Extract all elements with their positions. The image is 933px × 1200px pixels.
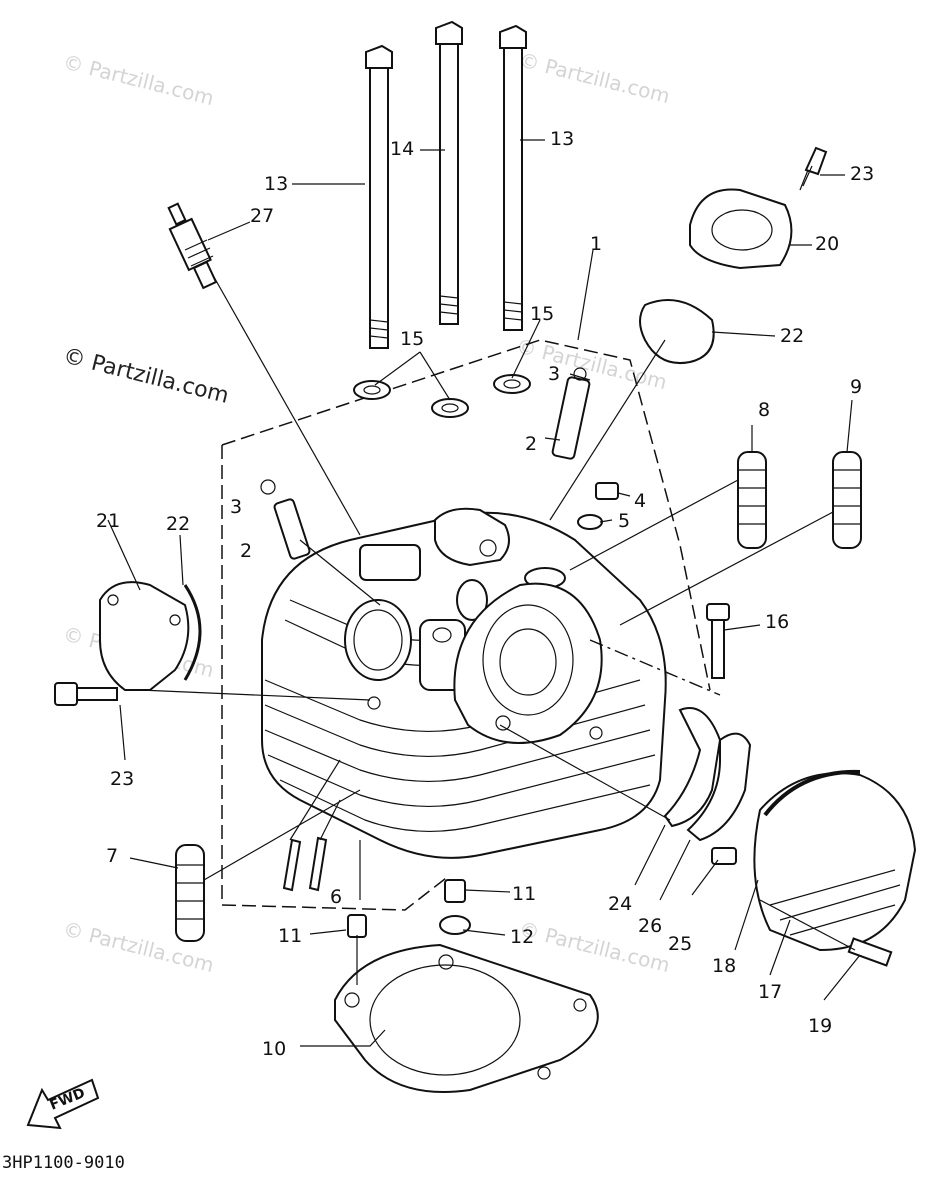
dowel — [444, 879, 466, 903]
callout: 7 — [106, 845, 118, 867]
bolt-23-left — [54, 682, 118, 706]
watermark: © Partzilla.com — [61, 50, 217, 111]
watermarks: © Partzilla.com © Partzilla.com © Partzi… — [61, 48, 673, 978]
clip — [260, 479, 276, 495]
spark-plug — [167, 202, 218, 290]
head-bolts — [365, 20, 527, 349]
o-ring — [639, 299, 715, 364]
callout: 20 — [815, 233, 839, 255]
callout: 25 — [668, 933, 692, 955]
cylinder-head — [261, 507, 667, 859]
callout: 16 — [765, 611, 789, 633]
bolt-25 — [711, 847, 737, 865]
callout: 27 — [250, 205, 274, 227]
leader-lines — [107, 139, 861, 1047]
callout: 22 — [166, 513, 190, 535]
callout: 1 — [590, 233, 602, 255]
clip — [573, 367, 587, 381]
fwd-arrow: FWD — [26, 1078, 100, 1130]
breather-cover — [689, 146, 828, 270]
callout: 21 — [96, 510, 120, 532]
callout: 14 — [390, 138, 414, 160]
guide-plate — [686, 732, 752, 842]
callout: 26 — [638, 915, 662, 937]
callout: 2 — [525, 433, 537, 455]
callout: 3 — [548, 363, 560, 385]
callout: 23 — [850, 163, 874, 185]
callout: 5 — [618, 510, 630, 532]
stud — [308, 836, 328, 892]
callout: 2 — [240, 540, 252, 562]
dowel — [347, 914, 367, 938]
side-cover — [99, 581, 190, 691]
callout: 3 — [230, 496, 242, 518]
callout: 9 — [850, 376, 862, 398]
callout: 17 — [758, 981, 782, 1003]
assembly-boundary-left — [221, 445, 451, 911]
callout: 22 — [780, 325, 804, 347]
callout: 8 — [758, 399, 770, 421]
watermark-dark: © Partzilla.com — [61, 344, 232, 409]
callout: 12 — [510, 926, 534, 948]
callout: 10 — [262, 1038, 286, 1060]
callout: 15 — [530, 303, 554, 325]
callout: 6 — [330, 886, 342, 908]
callout: 23 — [110, 768, 134, 790]
plug — [595, 482, 619, 500]
dowel-pins — [175, 451, 862, 942]
side-gasket — [183, 584, 202, 681]
callout: 18 — [712, 955, 736, 977]
gasket — [577, 514, 603, 530]
callout: 11 — [512, 883, 536, 905]
callout: 19 — [808, 1015, 832, 1037]
washer-12 — [439, 915, 471, 935]
valve-guide — [273, 498, 311, 560]
tappet-cover — [753, 769, 917, 967]
washer — [431, 398, 469, 418]
valve-guide — [551, 376, 591, 460]
stud — [282, 838, 302, 892]
callout: 13 — [550, 128, 574, 150]
head-gasket — [334, 943, 599, 1093]
callout: 24 — [608, 893, 632, 915]
chain-guide — [663, 707, 722, 828]
drawing-code: 3HP1100-9010 — [2, 1153, 125, 1173]
washer — [493, 374, 531, 394]
callout: 15 — [400, 328, 424, 350]
callout: 13 — [264, 173, 288, 195]
watermark: © Partzilla.com — [517, 48, 673, 109]
callout: 4 — [634, 490, 646, 512]
washer — [353, 380, 391, 400]
bolt-16 — [706, 603, 730, 679]
callout: 11 — [278, 925, 302, 947]
callouts: 1 2 2 3 3 4 5 6 7 8 9 10 11 11 12 13 13 … — [96, 128, 874, 1060]
